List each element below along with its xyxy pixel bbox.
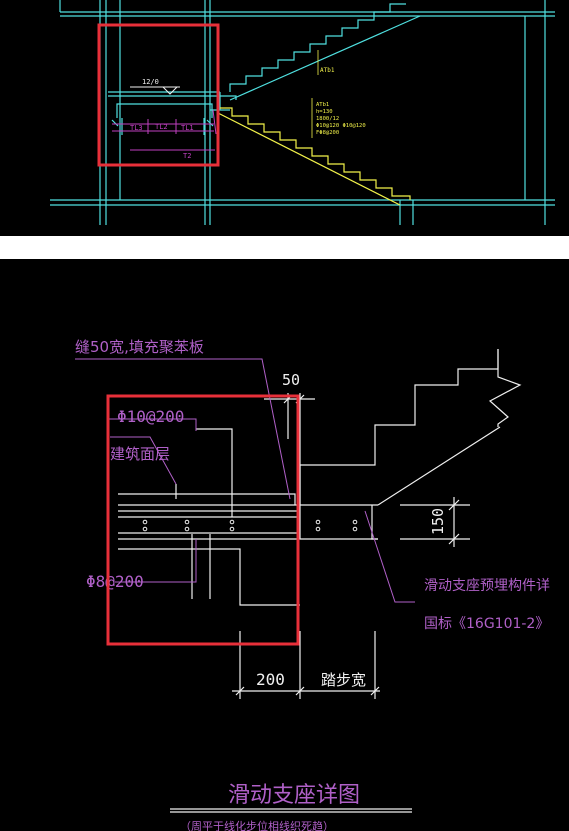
t2-label: T2 xyxy=(183,152,191,160)
tl3-label: TL3 xyxy=(130,124,143,132)
highlight-box-bottom xyxy=(106,394,300,646)
dim-150: 150 xyxy=(429,508,447,535)
beam-section-marks xyxy=(112,109,217,151)
lower-flight-lines xyxy=(217,107,411,206)
spec-block: ATb1 h=130 1800/12 Φ10@120 Φ10@120 FΦ8@2… xyxy=(316,102,366,136)
dim-50: 50 xyxy=(282,371,300,389)
structure-lines xyxy=(118,349,522,813)
level-marker xyxy=(130,86,180,95)
bottom-drawing-panel: 缝50宽,填充聚苯板 50 Φ10@200 建筑面层 Φ8@200 150 滑动… xyxy=(0,259,569,831)
highlight-box-top xyxy=(97,23,220,167)
atb1-label: ATb1 xyxy=(320,67,335,74)
spec-line-2: h=130 xyxy=(316,109,333,115)
spec-line-1: ATb1 xyxy=(316,102,329,108)
rebar-top-label: Φ10@200 xyxy=(117,407,184,426)
spec-line-5: FΦ8@200 xyxy=(316,130,339,136)
support-note-line-1: 滑动支座预埋构件详 xyxy=(424,577,550,594)
beam-brackets xyxy=(111,103,214,135)
spec-line-3: 1800/12 xyxy=(316,116,339,122)
seam-label: 缝50宽,填充聚苯板 xyxy=(75,338,204,356)
leader-lines xyxy=(75,358,415,603)
finish-layer-label: 建筑面层 xyxy=(110,445,170,463)
support-detail-svg: 缝50宽,填充聚苯板 50 Φ10@200 建筑面层 Φ8@200 150 滑动… xyxy=(75,338,550,831)
level-label: 12/0 xyxy=(142,78,159,86)
tl2-label: TL2 xyxy=(155,123,168,131)
tl1-label: TL1 xyxy=(181,124,194,132)
rebar-bottom-label: Φ8@200 xyxy=(86,572,144,591)
detail-title: 滑动支座详图 xyxy=(228,783,360,808)
rebar-dots xyxy=(142,519,358,532)
dim-200: 200 xyxy=(256,670,285,689)
step-width-label: 踏步宽 xyxy=(321,671,366,689)
stair-frame-lines xyxy=(50,0,555,225)
detail-subtitle: （周平于线化步位相线织死趋） xyxy=(180,819,334,831)
top-drawing-panel: 12/0 TL3 TL2 TL1 T2 ATb1 ATb1 h=130 1800… xyxy=(0,0,569,236)
support-note-line-2: 国标《16G101-2》 xyxy=(424,616,549,632)
stair-section-svg: 12/0 TL3 TL2 TL1 T2 ATb1 ATb1 h=130 1800… xyxy=(50,0,555,225)
spec-line-4: Φ10@120 Φ10@120 xyxy=(316,123,366,129)
